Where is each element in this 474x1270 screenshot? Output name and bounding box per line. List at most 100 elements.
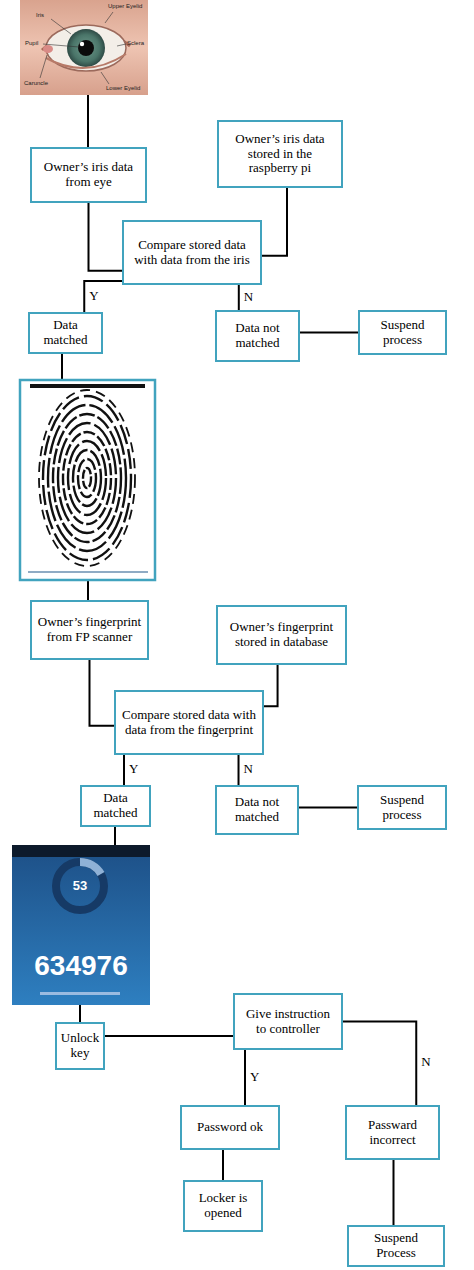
part-label: Upper Eyelid	[108, 3, 142, 10]
process-box: Password ok	[180, 1105, 280, 1150]
connector-line	[244, 1050, 246, 1105]
leader-line	[40, 55, 47, 78]
eye-leader-lines	[40, 12, 126, 84]
connector-line	[343, 1022, 416, 1106]
process-box: Data matched	[28, 312, 103, 354]
part-label: Caruncle	[24, 80, 48, 87]
process-box: Suspend process	[357, 785, 447, 830]
connector-line	[238, 755, 240, 785]
leader-line	[43, 44, 79, 47]
process-box: Data not matched	[215, 310, 300, 362]
box-text: Suspend process	[364, 793, 440, 823]
process-box: Passward incorrect	[345, 1105, 440, 1160]
box-text: Owner’s fingerprint from FP scanner	[37, 615, 142, 645]
branch-label: Y	[249, 1070, 260, 1084]
process-box: Owner’s fingerprint stored in database	[216, 605, 347, 665]
ridge	[68, 441, 106, 515]
timer-ring	[56, 862, 104, 910]
connector-line	[222, 1150, 224, 1180]
box-text: Owner’s fingerprint stored in database	[223, 620, 340, 650]
timer-value: 53	[73, 879, 87, 893]
leader-line	[105, 12, 113, 23]
phone-top-bar	[12, 845, 150, 857]
connector-line	[393, 1160, 395, 1225]
connector-line	[262, 188, 287, 256]
picture-line	[87, 95, 89, 148]
leader-line	[51, 19, 71, 34]
connector-line	[238, 285, 240, 310]
box-text: Data not matched	[222, 321, 293, 351]
box-text: Owner’s iris data from eye	[37, 160, 140, 190]
box-text: Locker is opened	[190, 1191, 256, 1221]
phone-screen	[12, 845, 150, 1005]
box-text: Data matched	[35, 318, 96, 348]
leader-line	[101, 72, 109, 84]
connector-line	[264, 665, 278, 706]
connector-line	[89, 203, 123, 271]
branch-label: N	[420, 1055, 431, 1069]
box-text: Unlock key	[61, 1031, 99, 1061]
leader-line	[117, 44, 126, 46]
part-label: Sclera	[127, 40, 144, 47]
ridge	[48, 405, 126, 551]
scanner-base	[28, 571, 148, 573]
box-text: Owner’s iris data stored in the raspberr…	[224, 132, 336, 177]
ridge	[58, 423, 116, 533]
box-text: Password ok	[197, 1120, 263, 1135]
fingerprint-frame	[20, 380, 155, 580]
ridge	[63, 432, 111, 524]
timer-arc	[80, 862, 101, 874]
connector-line	[299, 807, 357, 809]
eye-skin	[20, 0, 148, 95]
box-text: Suspend process	[365, 318, 440, 348]
process-box: Suspend Process	[347, 1225, 445, 1267]
process-box: Data not matched	[215, 785, 299, 835]
connector-line	[84, 281, 122, 312]
part-label: Lower Eyelid	[106, 85, 140, 92]
box-text: Passward incorrect	[352, 1118, 433, 1148]
part-label: Pupil	[25, 40, 38, 47]
eye-picture	[20, 0, 148, 95]
process-box: Owner’s fingerprint from FP scanner	[30, 600, 149, 660]
branch-label: N	[243, 762, 254, 776]
otp-screenshot	[12, 845, 150, 1005]
process-box: Suspend process	[358, 310, 447, 355]
process-box: Compare stored data with data from the f…	[114, 690, 264, 755]
pupil	[78, 40, 94, 56]
connector-line	[90, 660, 115, 726]
branch-label: Y	[88, 289, 99, 303]
caruncle	[43, 45, 53, 53]
picture-line	[79, 1004, 81, 1023]
fingerprint-picture	[20, 380, 155, 580]
box-text: Give instruction to controller	[240, 1007, 336, 1037]
branch-label: Y	[128, 762, 139, 776]
ridge	[39, 390, 135, 566]
ridge	[43, 396, 131, 560]
ridge	[83, 468, 91, 488]
eye-highlight	[80, 42, 84, 46]
process-box: Compare stored data with data from the i…	[122, 220, 262, 285]
ridge	[78, 459, 96, 497]
box-text: Data matched	[87, 791, 144, 821]
connector-line	[123, 755, 125, 785]
process-box: Data matched	[80, 785, 151, 827]
scanner-bar	[30, 384, 145, 388]
ridge	[73, 450, 101, 506]
box-text: Suspend Process	[354, 1231, 438, 1261]
process-box: Locker is opened	[183, 1180, 263, 1232]
process-box: Owner’s iris data stored in the raspberr…	[217, 120, 343, 188]
connector-line	[300, 332, 358, 334]
lower-eyelid	[46, 54, 126, 68]
process-box: Owner’s iris data from eye	[30, 147, 147, 203]
process-box: Unlock key	[55, 1022, 105, 1070]
eye-white	[46, 25, 126, 71]
process-box: Give instruction to controller	[233, 993, 343, 1050]
fingerprint-ridges	[39, 390, 135, 566]
iris	[67, 29, 105, 67]
phone-footer	[40, 992, 120, 995]
box-text: Compare stored data with data from the f…	[121, 708, 257, 738]
picture-line	[61, 350, 63, 381]
otp-code: 634976	[34, 951, 127, 982]
branch-label: N	[243, 290, 254, 304]
